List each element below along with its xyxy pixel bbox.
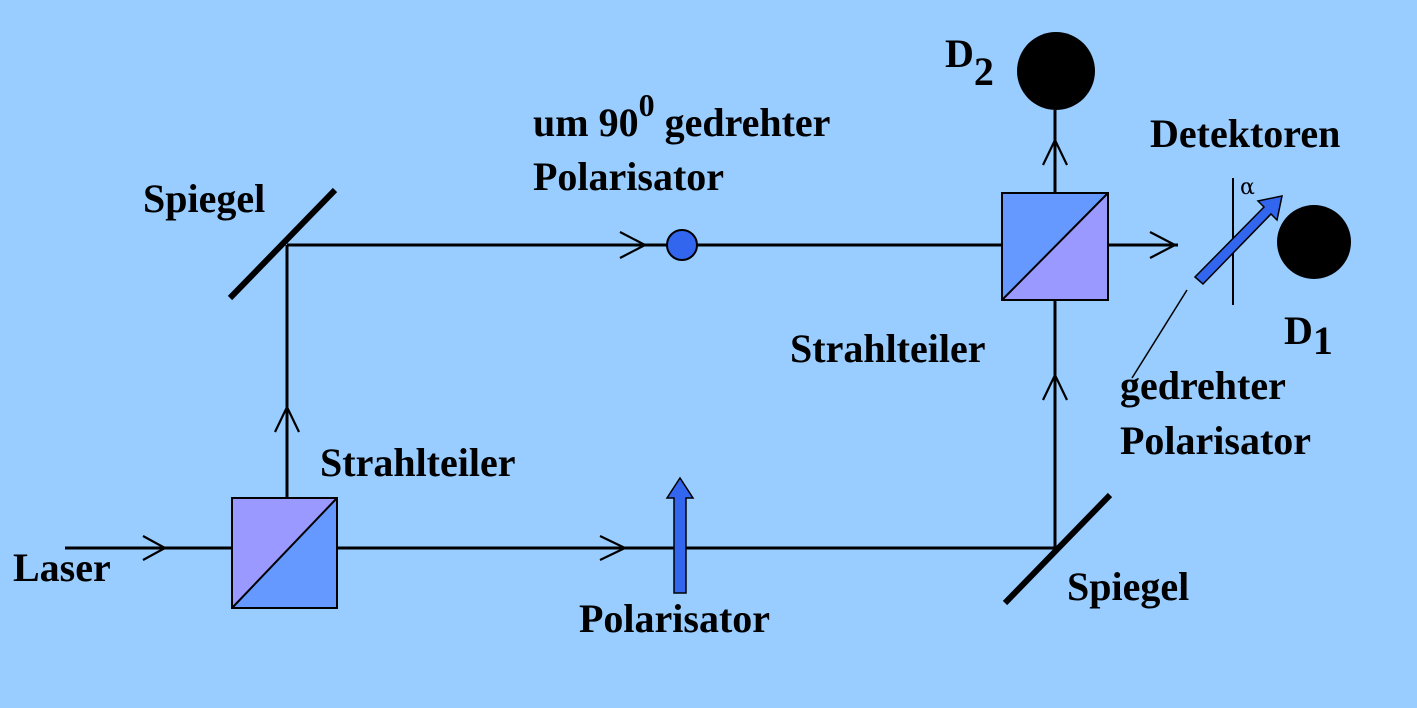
- polarizer-vertical-arrow: [665, 476, 695, 594]
- mirror-bottom-right: [1002, 492, 1113, 606]
- arrow-bottom-mid: [599, 535, 628, 561]
- arrow-left-up: [274, 404, 300, 433]
- arrow-top-mid: [619, 231, 648, 259]
- polarizer-bottom-label: Polarisator: [579, 596, 770, 641]
- polarizer-rotated-90-dot: [666, 229, 698, 261]
- rotated-polarizer-label-line1: gedrehter: [1120, 363, 1286, 408]
- detectors-label: Detektoren: [1150, 111, 1340, 156]
- laser-label: Laser: [13, 545, 111, 590]
- detector-d1: [1277, 205, 1351, 279]
- degree-superscript: 0: [639, 87, 655, 123]
- mirror-top-left-label: Spiegel: [143, 176, 265, 221]
- analyzer-pointer-line: [1131, 289, 1188, 379]
- beamsplitter-left: [231, 497, 338, 609]
- rotated-polarizer-label-line2: Polarisator: [1120, 418, 1311, 463]
- polarizer-90-label-line2: Polarisator: [533, 154, 724, 199]
- polarizer-90-label-line1: um 900 gedrehter: [533, 87, 830, 145]
- beamsplitter-right: [1001, 192, 1109, 301]
- beamsplitter-left-label: Strahlteiler: [320, 440, 516, 485]
- arrow-right-up-lower: [1042, 372, 1068, 401]
- beamsplitter-right-label: Strahlteiler: [790, 326, 986, 371]
- alpha-label: α: [1240, 175, 1255, 200]
- d2-label: D2: [945, 31, 994, 94]
- arrow-right-up-upper: [1042, 137, 1068, 166]
- d1-label: D1: [1284, 308, 1333, 363]
- arrow-to-d1: [1149, 231, 1178, 259]
- arrow-laser-in: [142, 535, 168, 561]
- mirror-bottom-right-label: Spiegel: [1067, 564, 1189, 609]
- detector-d2: [1017, 32, 1095, 110]
- mirror-top-left: [227, 187, 338, 301]
- analyzer-rotated-arrow: [1193, 195, 1283, 286]
